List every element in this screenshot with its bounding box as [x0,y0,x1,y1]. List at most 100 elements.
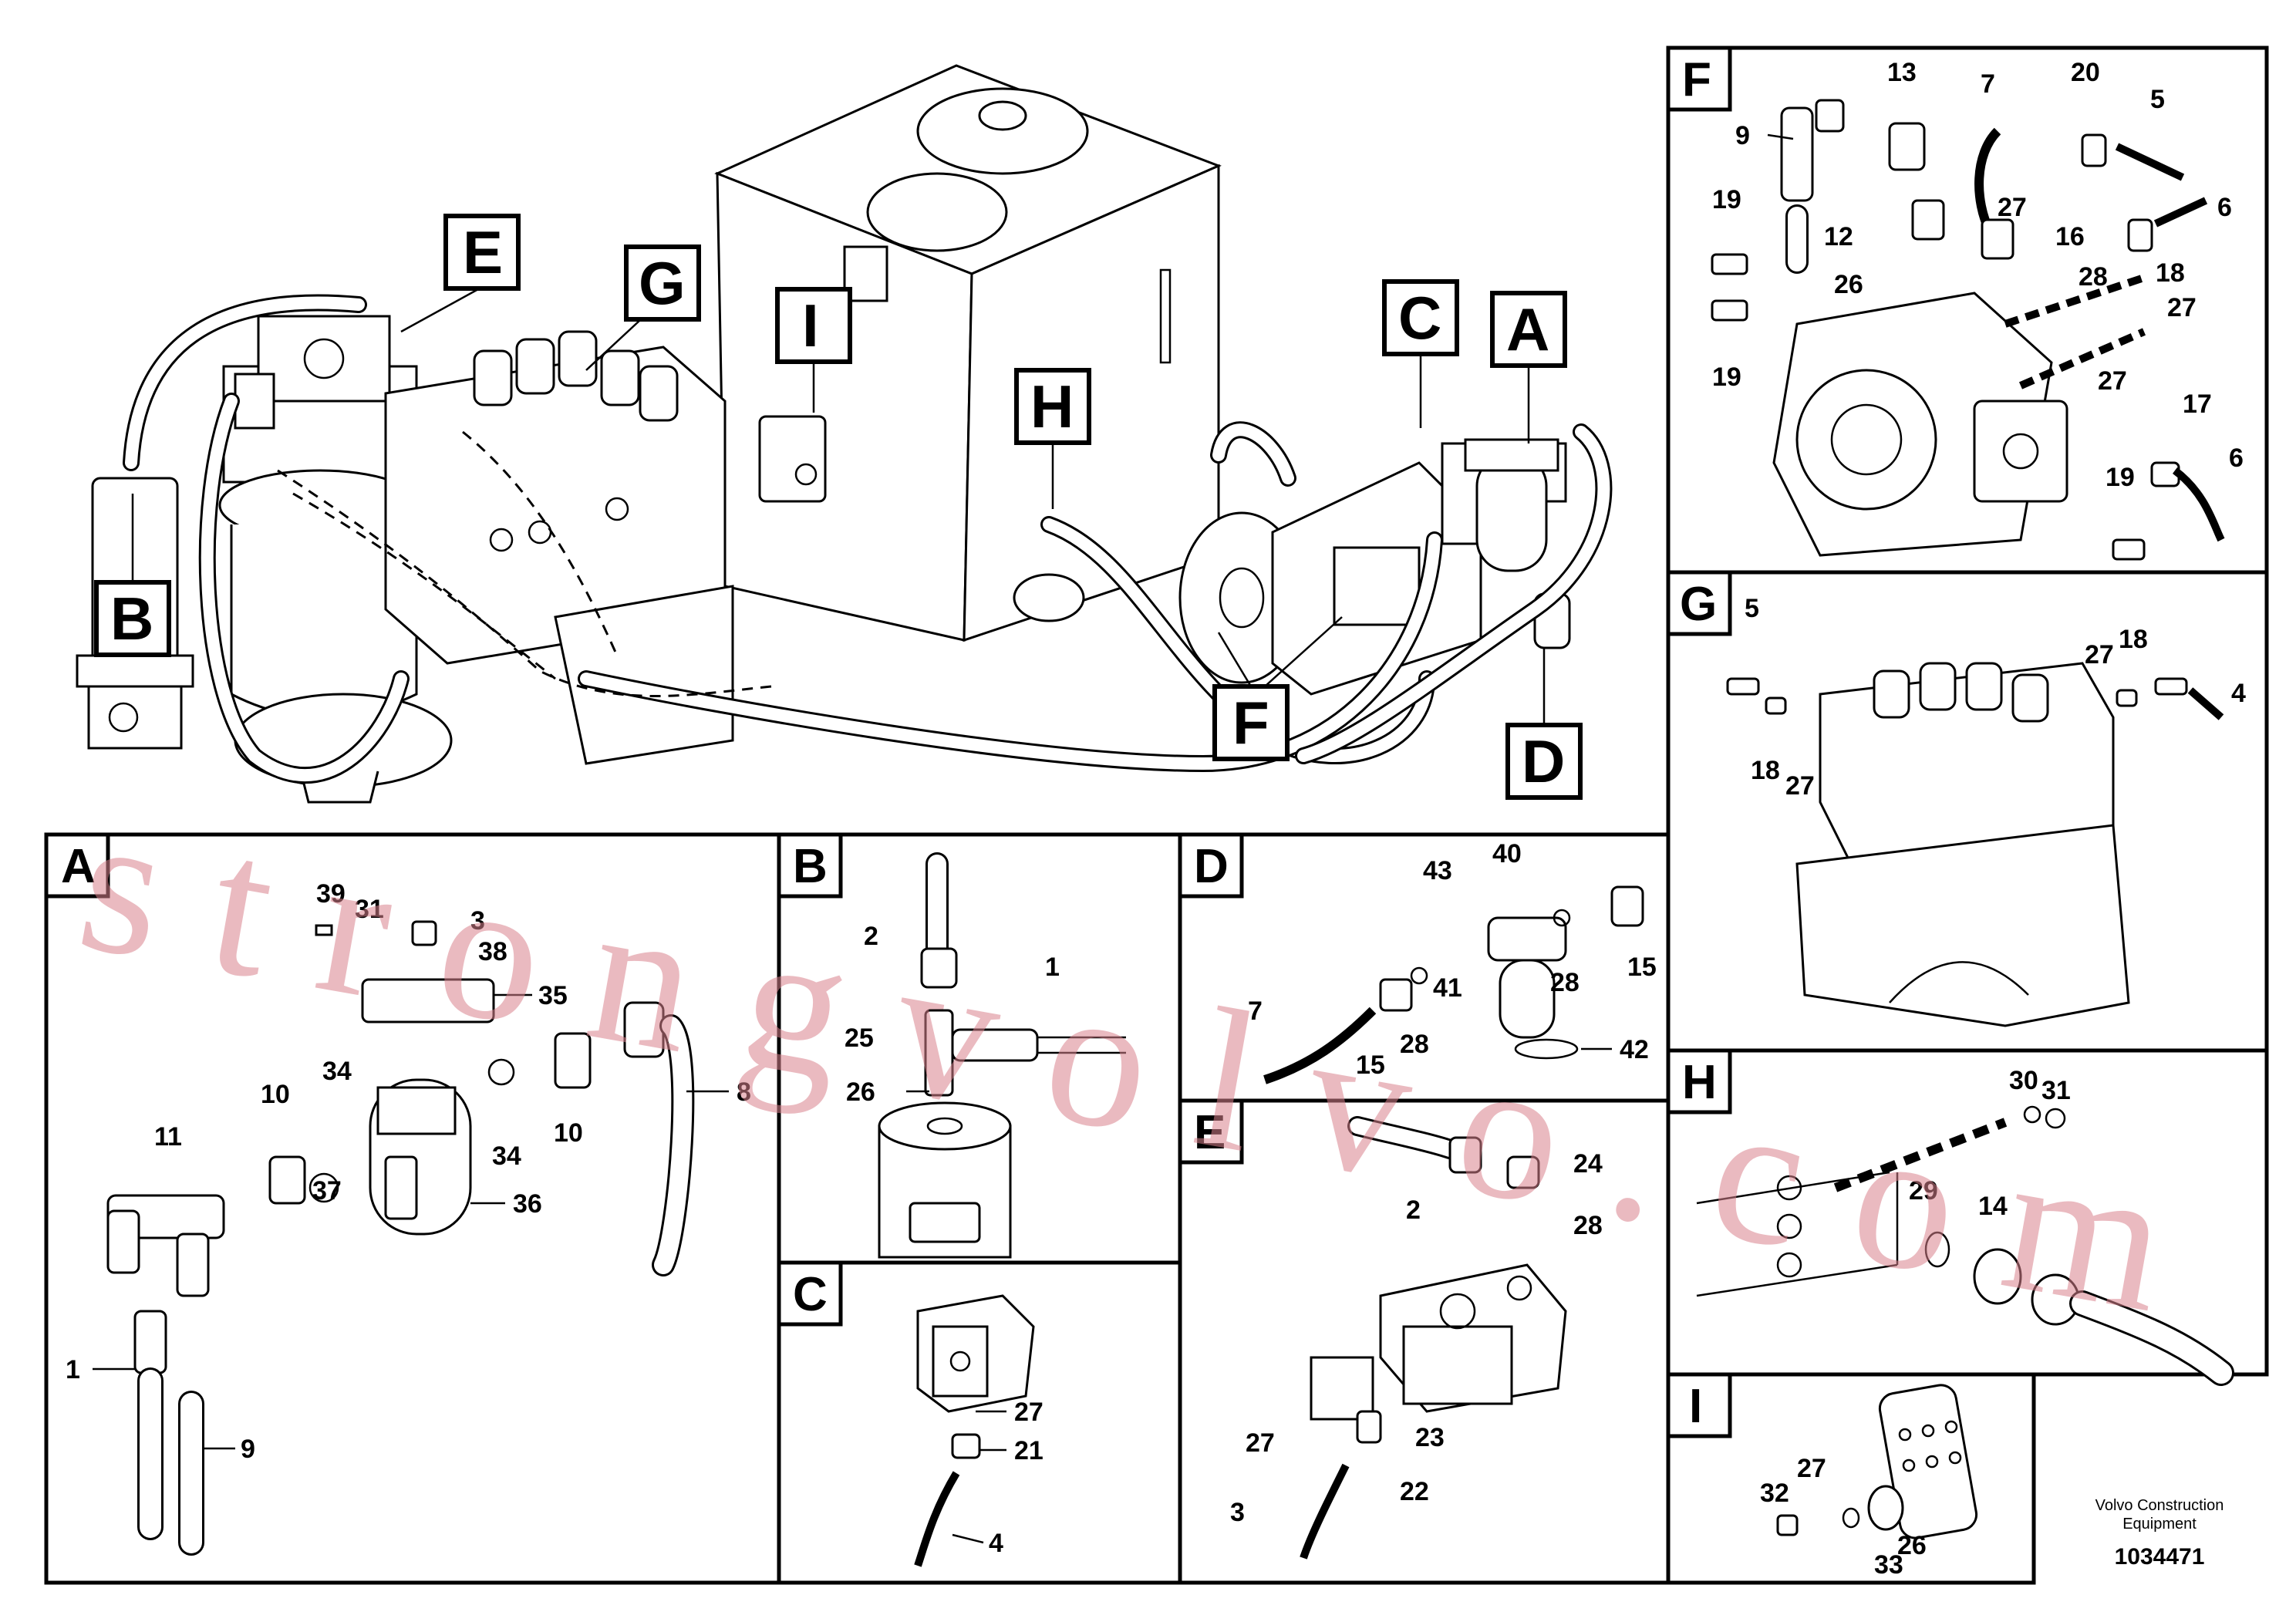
svg-text:18: 18 [2156,258,2185,288]
svg-text:34: 34 [322,1057,352,1086]
svg-text:27: 27 [1998,193,2027,222]
tank-port-plate [758,415,827,503]
callout-C[interactable]: C [1382,279,1459,428]
svg-text:C: C [1398,284,1441,352]
swing-motor [218,315,453,804]
drawing-number: 1034471 [2115,1544,2205,1570]
svg-text:15: 15 [1627,953,1657,982]
svg-text:19: 19 [1712,185,1741,214]
callout-H[interactable]: H [1014,368,1091,509]
panel-D-tag [1178,832,1244,899]
callout-A[interactable]: A [1490,291,1567,443]
svg-text:F: F [1682,53,1711,106]
svg-text:36: 36 [513,1189,542,1219]
svg-text:F: F [1232,689,1269,757]
svg-text:31: 31 [2041,1076,2071,1105]
panel-C-tag [777,1260,843,1327]
svg-text:9: 9 [241,1435,255,1464]
svg-text:27: 27 [2167,293,2197,322]
svg-text:26: 26 [846,1077,875,1107]
svg-text:4: 4 [989,1529,1003,1558]
svg-text:6: 6 [2229,443,2244,473]
panel-A-tag [44,832,110,899]
svg-text:28: 28 [1573,1211,1603,1240]
svg-text:20: 20 [2071,58,2100,87]
swing-valve [257,315,391,403]
svg-text:D: D [1522,727,1565,795]
svg-text:G: G [639,249,686,317]
svg-text:27: 27 [1785,771,1815,801]
svg-text:17: 17 [2183,389,2212,419]
main-overview: E G I H C A B [76,64,1613,804]
svg-text:I: I [802,292,819,359]
svg-text:H: H [1682,1056,1717,1109]
svg-text:26: 26 [1834,270,1863,299]
panel-F-tag [1666,46,1732,112]
svg-text:7: 7 [1248,996,1263,1026]
svg-text:32: 32 [1760,1479,1789,1508]
callout-F[interactable]: F [1212,616,1343,761]
svg-text:27: 27 [2098,366,2127,396]
svg-text:1: 1 [66,1355,80,1384]
svg-text:E: E [1194,1106,1226,1159]
callout-I[interactable]: I [775,287,852,413]
svg-text:27: 27 [1014,1398,1043,1427]
svg-text:8: 8 [737,1077,751,1107]
svg-text:5: 5 [1745,594,1759,623]
svg-text:22: 22 [1400,1477,1429,1506]
svg-text:28: 28 [2079,262,2108,292]
svg-text:27: 27 [1246,1428,1275,1458]
svg-text:18: 18 [2119,625,2148,654]
callout-B[interactable]: B [94,494,171,657]
panel-C: C 27 21 4 [777,1260,1182,1585]
caption-line-1: Volvo Construction [2095,1497,2224,1514]
svg-text:10: 10 [261,1080,290,1109]
panel-I: I 32 27 33 26 [1666,1372,2036,1585]
main-control-valve [384,330,734,765]
callout-E[interactable]: E [400,214,521,333]
svg-text:B: B [793,840,828,893]
panel-H-tag [1666,1048,1732,1114]
svg-text:4: 4 [2231,679,2246,708]
svg-text:41: 41 [1433,973,1462,1003]
panel-B: B 2 1 25 26 [777,832,1182,1265]
panel-E: E 2 24 28 27 23 3 22 [1178,1098,1671,1585]
svg-text:12: 12 [1824,222,1853,251]
svg-text:42: 42 [1620,1035,1649,1064]
svg-text:1: 1 [1045,953,1060,982]
svg-text:2: 2 [864,922,878,951]
panel-A: A 39 31 3 38 35 8 10 34 [44,832,781,1585]
svg-text:A: A [1506,295,1549,363]
callout-G[interactable]: G [585,244,701,371]
panel-G: G 5 27 18 4 18 27 [1666,570,2269,1053]
svg-text:43: 43 [1423,856,1452,885]
main-hoses [123,294,1613,784]
svg-text:26: 26 [1897,1531,1927,1560]
svg-text:27: 27 [2085,640,2114,669]
svg-text:23: 23 [1415,1423,1445,1452]
line-filter-a [1464,438,1559,572]
svg-text:I: I [1689,1380,1702,1433]
svg-text:40: 40 [1492,839,1522,868]
caption-line-2: Equipment [2122,1516,2197,1533]
svg-text:28: 28 [1400,1030,1429,1059]
panel-B-tag [777,832,843,899]
svg-text:30: 30 [2009,1066,2038,1095]
document-caption: Volvo Construction Equipment 1034471 [2095,1497,2224,1570]
svg-text:19: 19 [1712,363,1741,392]
callout-D[interactable]: D [1505,648,1583,800]
svg-text:25: 25 [845,1023,874,1053]
svg-text:6: 6 [2217,193,2232,222]
svg-text:D: D [1194,840,1229,893]
svg-text:27: 27 [1797,1454,1826,1483]
svg-text:3: 3 [1230,1498,1245,1527]
svg-text:21: 21 [1014,1436,1043,1465]
svg-text:C: C [793,1268,828,1321]
svg-text:39: 39 [316,879,346,909]
svg-text:18: 18 [1751,756,1780,785]
svg-text:11: 11 [154,1122,182,1152]
svg-text:B: B [110,585,153,653]
svg-text:37: 37 [312,1176,342,1206]
svg-text:29: 29 [1909,1176,1938,1206]
svg-text:33: 33 [1874,1550,1903,1580]
